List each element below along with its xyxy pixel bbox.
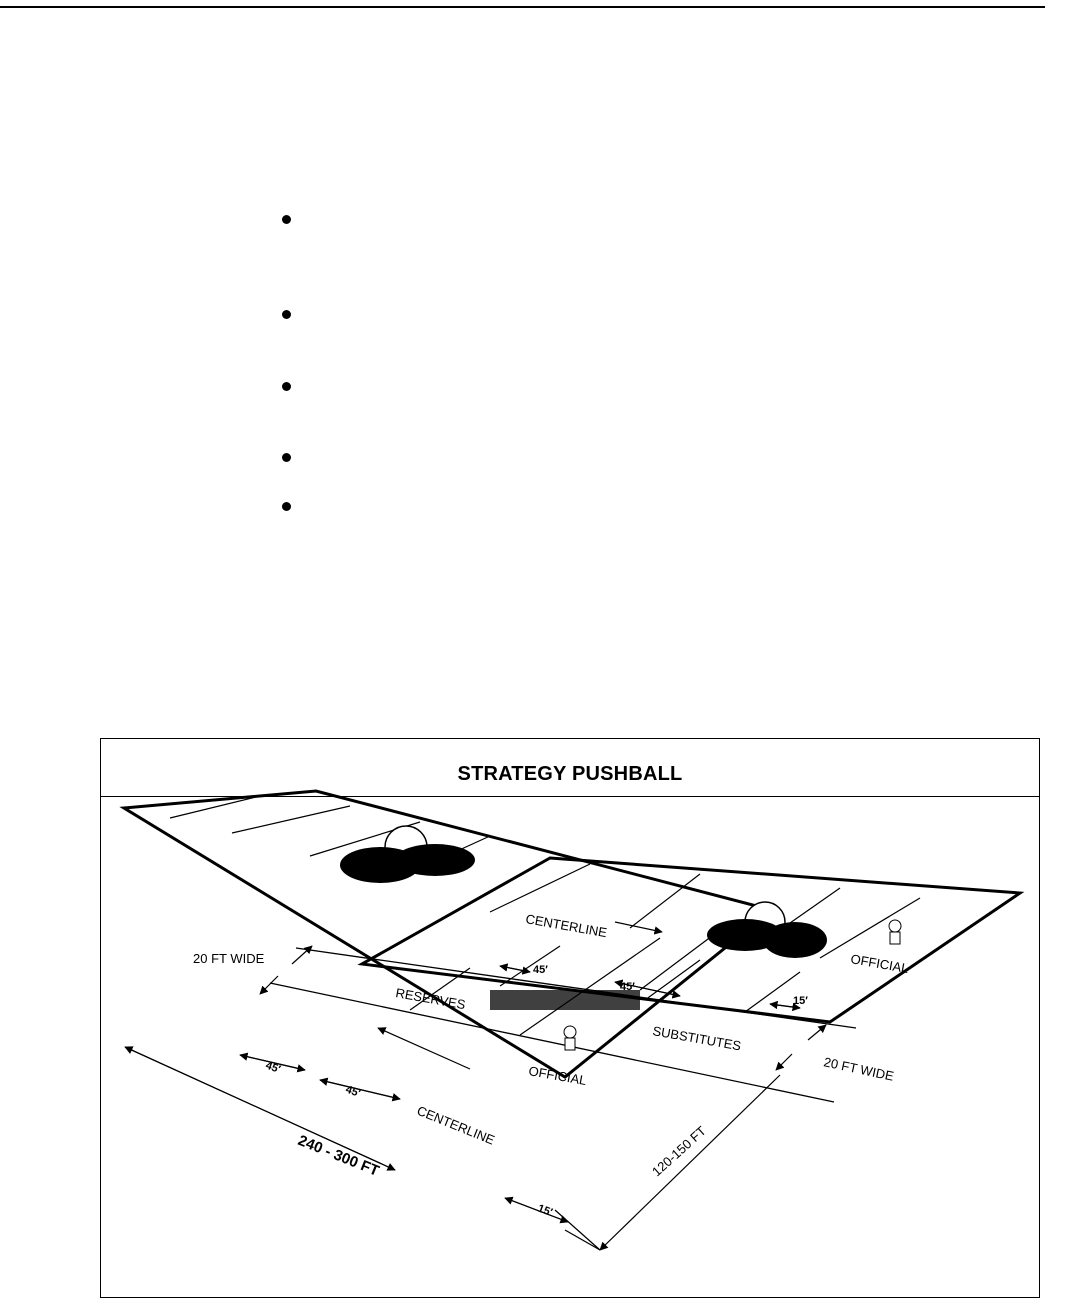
dim-15-upper-label: 15′ — [793, 995, 808, 1007]
dim-45-a-label: 45′ — [533, 964, 548, 976]
dim-15-lower-label: 15′ — [536, 1203, 554, 1219]
player-group-lower — [340, 825, 475, 883]
figure-frame: STRATEGY PUSHBALL — [100, 738, 1040, 1298]
centerline-lower-label: CENTERLINE — [415, 1103, 497, 1148]
reserves-label: RESERVES — [394, 985, 466, 1012]
bullet-1 — [282, 215, 291, 224]
bullet-3 — [282, 382, 291, 391]
figure-title-band: STRATEGY PUSHBALL — [101, 739, 1039, 797]
official-upper-figure — [888, 919, 902, 945]
official-upper-label: OFFICIAL — [849, 951, 909, 976]
official-lower-figure — [563, 1025, 577, 1051]
substitutes-label: SUBSTITUTES — [651, 1023, 742, 1053]
player-group-upper — [707, 901, 827, 958]
figure-title: STRATEGY PUSHBALL — [457, 763, 683, 785]
width-dimension-label: 120-150 FT — [649, 1123, 709, 1179]
dim-45-c-label: 45′ — [264, 1060, 282, 1076]
bullet-5 — [282, 502, 291, 511]
dim-45-b-label: 45′ — [620, 981, 635, 993]
top-rule — [0, 6, 1045, 8]
width-right-label: 20 FT WIDE — [822, 1054, 895, 1084]
dim-45-d-label: 45′ — [344, 1084, 362, 1100]
bullet-2 — [282, 310, 291, 319]
dimension-arrows — [124, 921, 827, 1251]
bullet-4 — [282, 453, 291, 462]
reserve-strip — [269, 947, 857, 1103]
reserve-players — [490, 990, 640, 1010]
width-left-label: 20 FT WIDE — [193, 951, 265, 966]
length-label: 240 - 300 FT — [296, 1132, 382, 1180]
centerline-upper-label: CENTERLINE — [524, 911, 608, 940]
